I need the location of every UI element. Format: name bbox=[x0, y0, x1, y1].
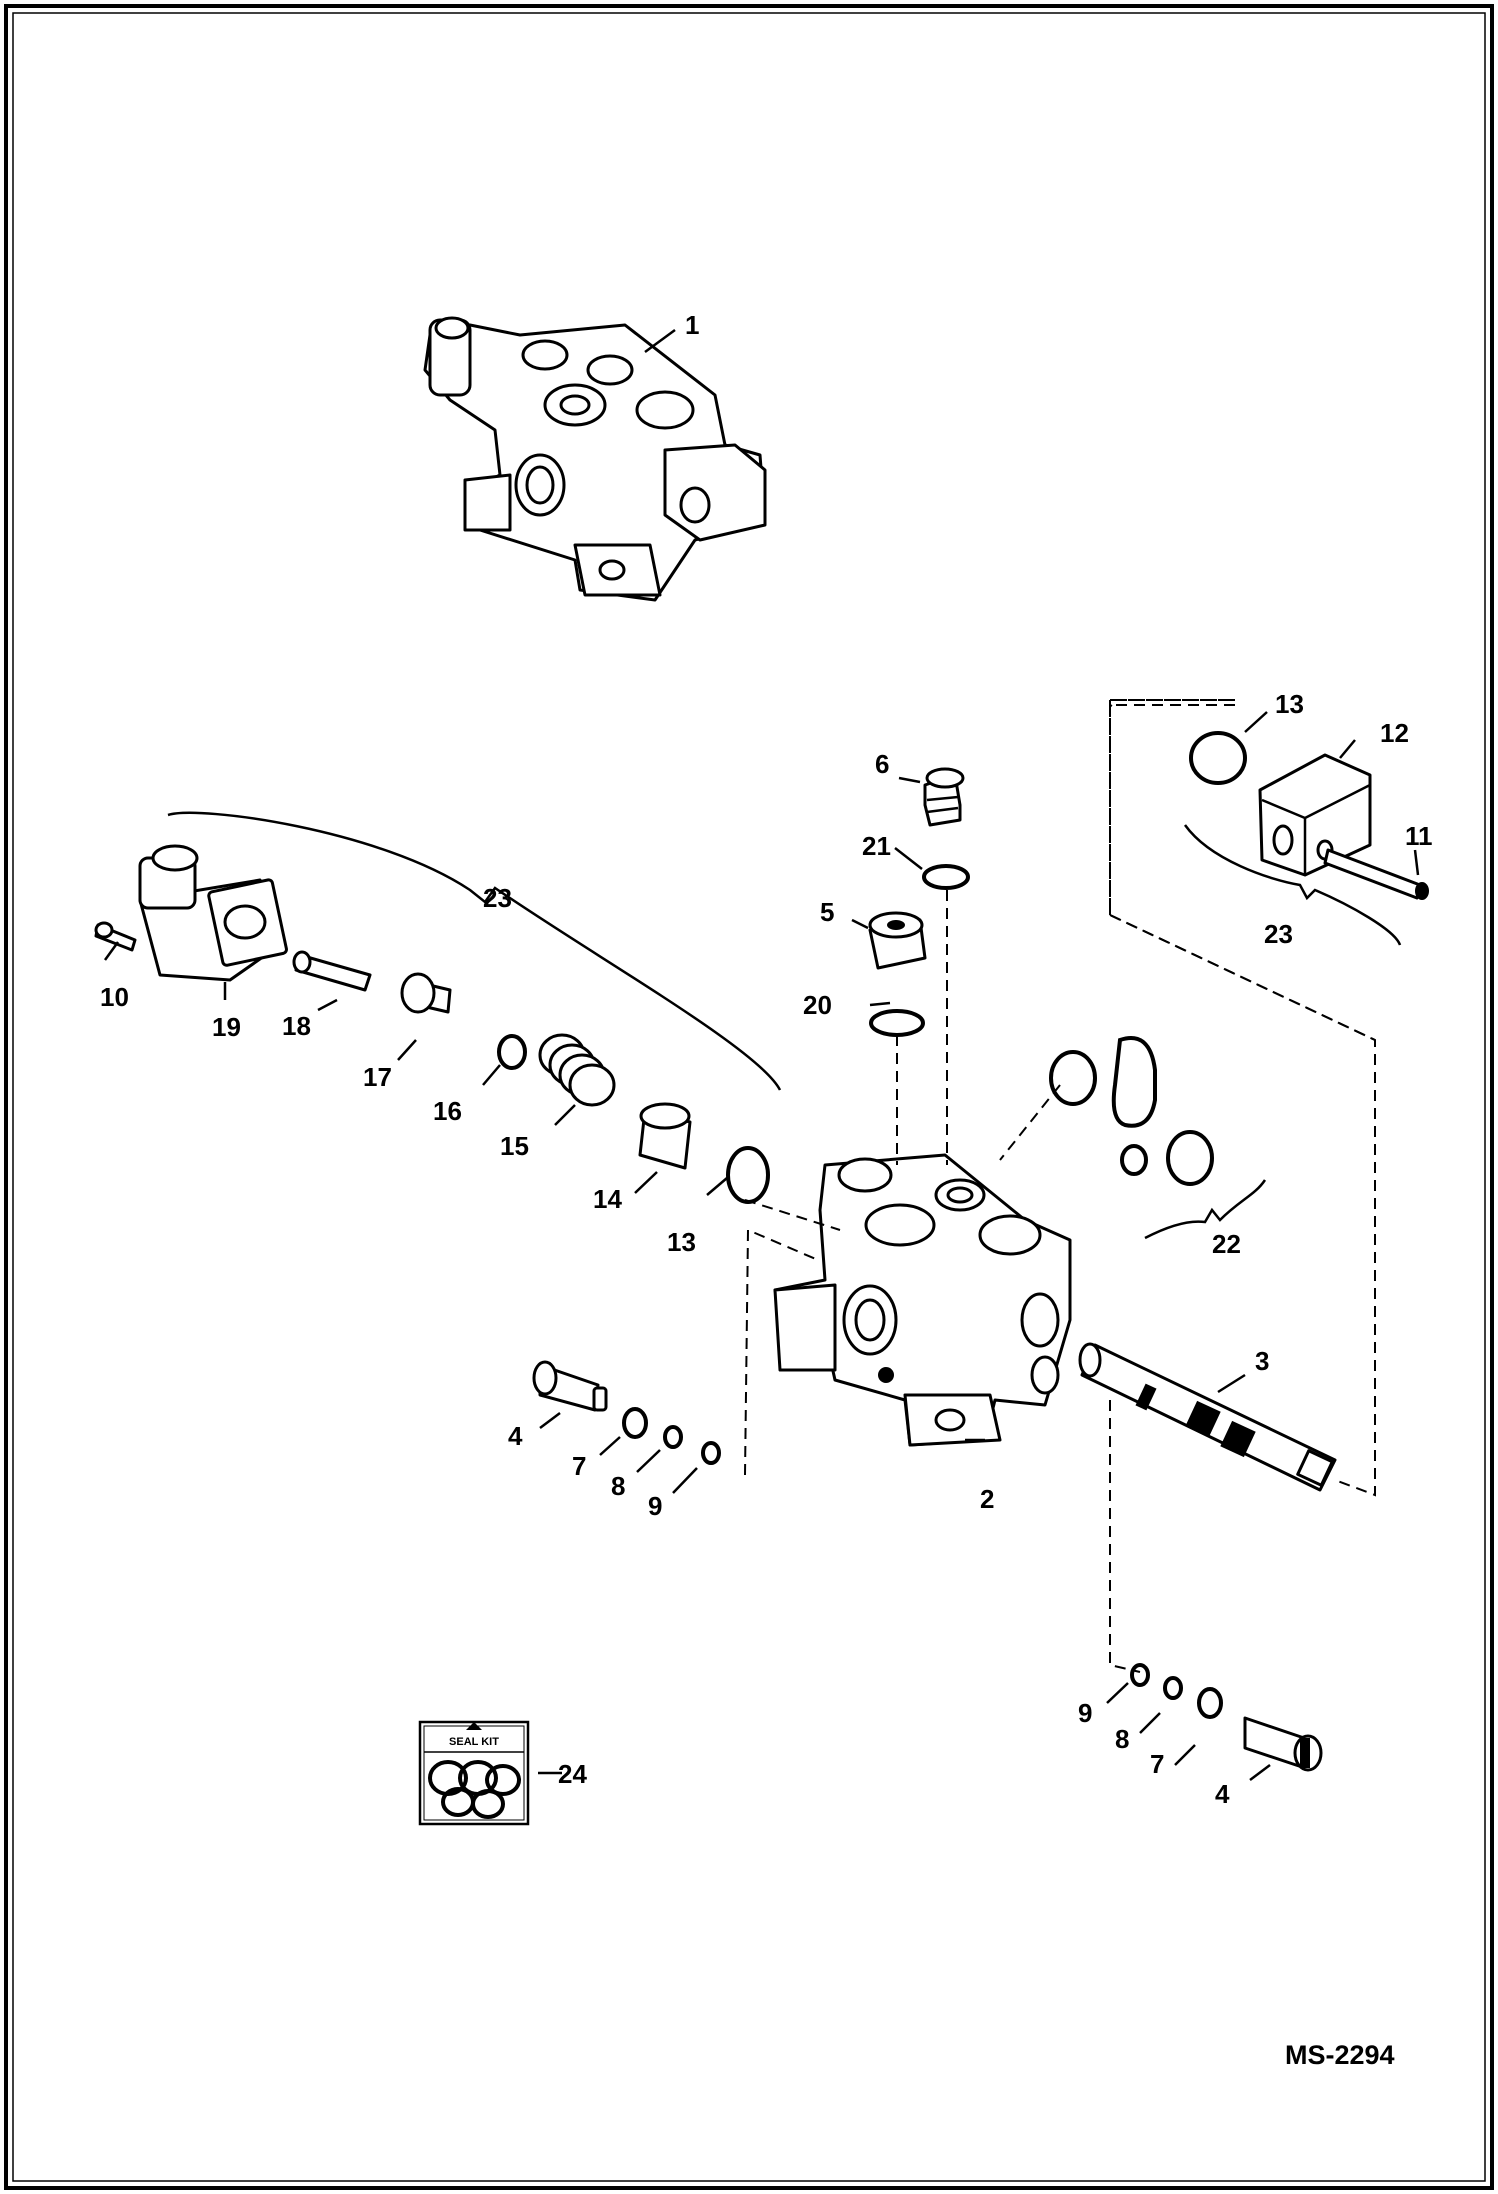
callout-6: 6 bbox=[875, 749, 889, 779]
callout-1: 1 bbox=[685, 310, 699, 340]
callout-8-left: 8 bbox=[611, 1471, 625, 1501]
callout-12: 12 bbox=[1380, 718, 1409, 748]
callout-16: 16 bbox=[433, 1096, 462, 1126]
callout-7-left: 7 bbox=[572, 1451, 586, 1481]
callout-labels: 1 2 3 4 4 5 6 7 7 8 8 9 9 10 11 12 13 13… bbox=[100, 310, 1433, 1809]
page-border bbox=[4, 4, 1494, 2190]
spool-illustration bbox=[1078, 1342, 1337, 1492]
callout-4-right: 4 bbox=[1215, 1779, 1230, 1809]
relief-block-assembly-illustration bbox=[1189, 731, 1429, 900]
callout-14: 14 bbox=[593, 1184, 622, 1214]
callout-8-right: 8 bbox=[1115, 1724, 1129, 1754]
seal-kit-icon: SEAL KIT bbox=[418, 1720, 530, 1826]
callout-9-right: 9 bbox=[1078, 1698, 1092, 1728]
valve-assembly-illustration bbox=[423, 316, 767, 602]
callout-23-left: 23 bbox=[483, 883, 512, 913]
callout-3: 3 bbox=[1255, 1346, 1269, 1376]
callout-5: 5 bbox=[820, 897, 834, 927]
callout-21: 21 bbox=[862, 831, 891, 861]
callout-22: 22 bbox=[1212, 1229, 1241, 1259]
spring-cap-assembly-illustration bbox=[94, 844, 770, 1204]
callout-19: 19 bbox=[212, 1012, 241, 1042]
plug-left-illustration bbox=[532, 1360, 608, 1412]
leader-lines bbox=[103, 328, 1420, 1781]
callout-4-left: 4 bbox=[508, 1421, 523, 1451]
callout-18: 18 bbox=[282, 1011, 311, 1041]
callout-20: 20 bbox=[803, 990, 832, 1020]
document-id: MS-2294 bbox=[1285, 2040, 1395, 2070]
callout-23-right: 23 bbox=[1264, 919, 1293, 949]
callout-11: 11 bbox=[1405, 821, 1433, 851]
callout-7-right: 7 bbox=[1150, 1749, 1164, 1779]
valve-body-illustration bbox=[773, 1153, 1072, 1447]
callout-24: 24 bbox=[558, 1759, 587, 1789]
plug-right-illustration bbox=[1243, 1716, 1323, 1772]
relief-block-dashed-box bbox=[1109, 704, 1376, 1041]
callout-17: 17 bbox=[363, 1062, 392, 1092]
seal-kit-label: SEAL KIT bbox=[449, 1736, 499, 1748]
callout-2: 2 bbox=[980, 1484, 994, 1514]
callout-9-left: 9 bbox=[648, 1491, 662, 1521]
cap-5-illustration bbox=[868, 911, 927, 970]
callout-15: 15 bbox=[500, 1131, 529, 1161]
callout-13-top: 13 bbox=[1275, 689, 1304, 719]
seal-rings-illustration bbox=[1049, 1036, 1214, 1186]
callout-13-left: 13 bbox=[667, 1227, 696, 1257]
cap-6-illustration bbox=[923, 767, 965, 827]
callout-10: 10 bbox=[100, 982, 129, 1012]
group-braces bbox=[167, 811, 1402, 1240]
